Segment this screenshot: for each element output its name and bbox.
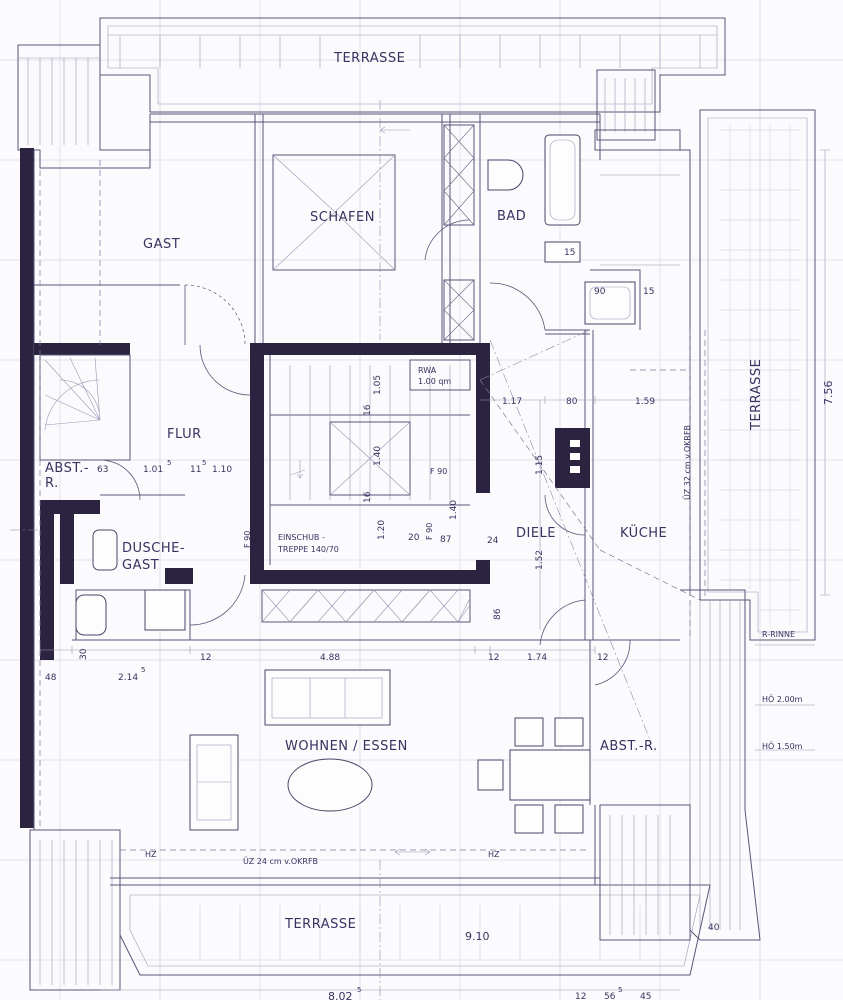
interior-walls — [34, 114, 680, 805]
dim-16b: 16 — [363, 491, 373, 503]
note-hoe-200: HÖ 2.00m — [762, 694, 803, 704]
dim-86: 86 — [493, 608, 503, 620]
dim-152: 1.52 — [535, 550, 545, 570]
dim-110: 1.10 — [212, 465, 232, 475]
note-treppe: TREPPE 140/70 — [277, 545, 339, 554]
room-label-abst-r-left: ABST.- — [45, 461, 89, 476]
dim-488: 4.88 — [320, 653, 340, 663]
dim-56: 56 — [604, 992, 616, 1000]
dim-802-sup: 5 — [357, 986, 361, 994]
dim-105: 1.05 — [373, 375, 383, 395]
dim-24: 24 — [487, 536, 499, 546]
note-rwa: RWA — [418, 366, 437, 375]
dim-214: 2.14 — [118, 673, 138, 683]
room-label-dusche-2: GAST — [122, 558, 159, 573]
dim-174: 1.74 — [527, 653, 547, 663]
spiral-stair — [39, 354, 131, 461]
note-f90-stair: F 90 — [430, 467, 447, 476]
stair-core — [250, 343, 490, 584]
dimension-labels: 7.56 1.05 16 1.40 16 1.20 1.40 1.17 80 1… — [45, 248, 835, 1000]
dim-12b: 12 — [488, 653, 499, 663]
dim-214-sup: 5 — [141, 666, 145, 674]
dim-11: 11 — [190, 465, 201, 475]
dim-115: 1.15 — [535, 455, 545, 475]
dim-802: 8.02 — [328, 990, 353, 1000]
dim-20: 20 — [408, 533, 420, 543]
dim-117: 1.17 — [502, 397, 522, 407]
dim-48: 48 — [45, 673, 57, 683]
dim-756: 7.56 — [822, 381, 835, 406]
note-einschub: EINSCHUB - — [278, 533, 325, 542]
fixtures — [75, 134, 680, 834]
room-label-terrasse-right: TERRASSE — [749, 359, 764, 431]
dim-12c: 12 — [597, 653, 608, 663]
note-hz-right: HZ — [488, 850, 500, 859]
note-r-rinne: R-RINNE — [762, 630, 795, 639]
room-label-schafen: SCHAFEN — [310, 210, 375, 225]
terrace-right — [596, 69, 816, 941]
note-rwa-height: 1.00 qm — [418, 377, 451, 386]
dim-63: 63 — [97, 465, 108, 475]
room-label-dusche: DUSCHE- — [122, 541, 185, 556]
dim-15a: 15 — [564, 248, 575, 258]
terrace-left-corner — [17, 44, 151, 169]
dim-140a: 1.40 — [373, 446, 383, 466]
dim-101: 1.01 — [143, 465, 163, 475]
dim-12-56: 12 — [575, 992, 586, 1000]
terrace-top — [99, 17, 726, 113]
dim-120: 1.20 — [377, 520, 387, 540]
room-label-flur: FLUR — [167, 427, 202, 442]
note-uz-living: ÜZ 24 cm v.OKRFB — [243, 856, 318, 866]
room-label-gast: GAST — [143, 237, 180, 252]
room-label-terrasse-top: TERRASSE — [333, 51, 405, 66]
plan-notes: RWA 1.00 qm F 90 F 90 F 90 EINSCHUB - TR… — [145, 366, 803, 866]
note-hoe-150: HÖ 1.50m — [762, 741, 803, 751]
dim-80: 80 — [566, 397, 578, 407]
room-label-bad: BAD — [497, 209, 526, 224]
room-label-abst-r-left-2: R. — [45, 476, 59, 491]
dimension-lines — [39, 126, 830, 991]
dim-910: 9.10 — [465, 930, 490, 943]
dim-140b: 1.40 — [449, 500, 459, 520]
note-hz-left: HZ — [145, 850, 157, 859]
note-f90-mid: F 90 — [425, 523, 434, 540]
dim-159: 1.59 — [635, 397, 655, 407]
dim-12a: 12 — [200, 653, 211, 663]
dim-87: 87 — [440, 535, 451, 545]
dim-30: 30 — [79, 648, 89, 660]
shafts — [443, 124, 681, 341]
room-label-diele: DIELE — [516, 526, 556, 541]
doors — [99, 219, 631, 686]
room-label-wohnen-essen: WOHNEN / ESSEN — [285, 739, 408, 754]
room-label-kueche: KÜCHE — [620, 524, 667, 541]
dim-56-sup: 5 — [618, 986, 622, 994]
terrace-bottom — [29, 804, 711, 991]
dim-15b: 15 — [643, 287, 654, 297]
room-labels: TERRASSE GAST SCHAFEN BAD FLUR ABST.- R.… — [45, 51, 764, 932]
dim-101-sup: 5 — [167, 459, 171, 467]
roof-lines — [10, 100, 706, 1000]
dim-90: 90 — [594, 287, 606, 297]
dim-40: 40 — [708, 923, 720, 933]
room-label-terrasse-bottom: TERRASSE — [284, 917, 356, 932]
dim-11-sup: 5 — [202, 459, 206, 467]
note-f90-left: F 90 — [243, 531, 252, 548]
dim-45: 45 — [640, 992, 651, 1000]
note-uz-kitchen: ÜZ 32 cm v.OKRFB — [682, 425, 692, 500]
room-label-abst-r-right: ABST.-R. — [600, 739, 658, 754]
dim-16a: 16 — [363, 404, 373, 416]
